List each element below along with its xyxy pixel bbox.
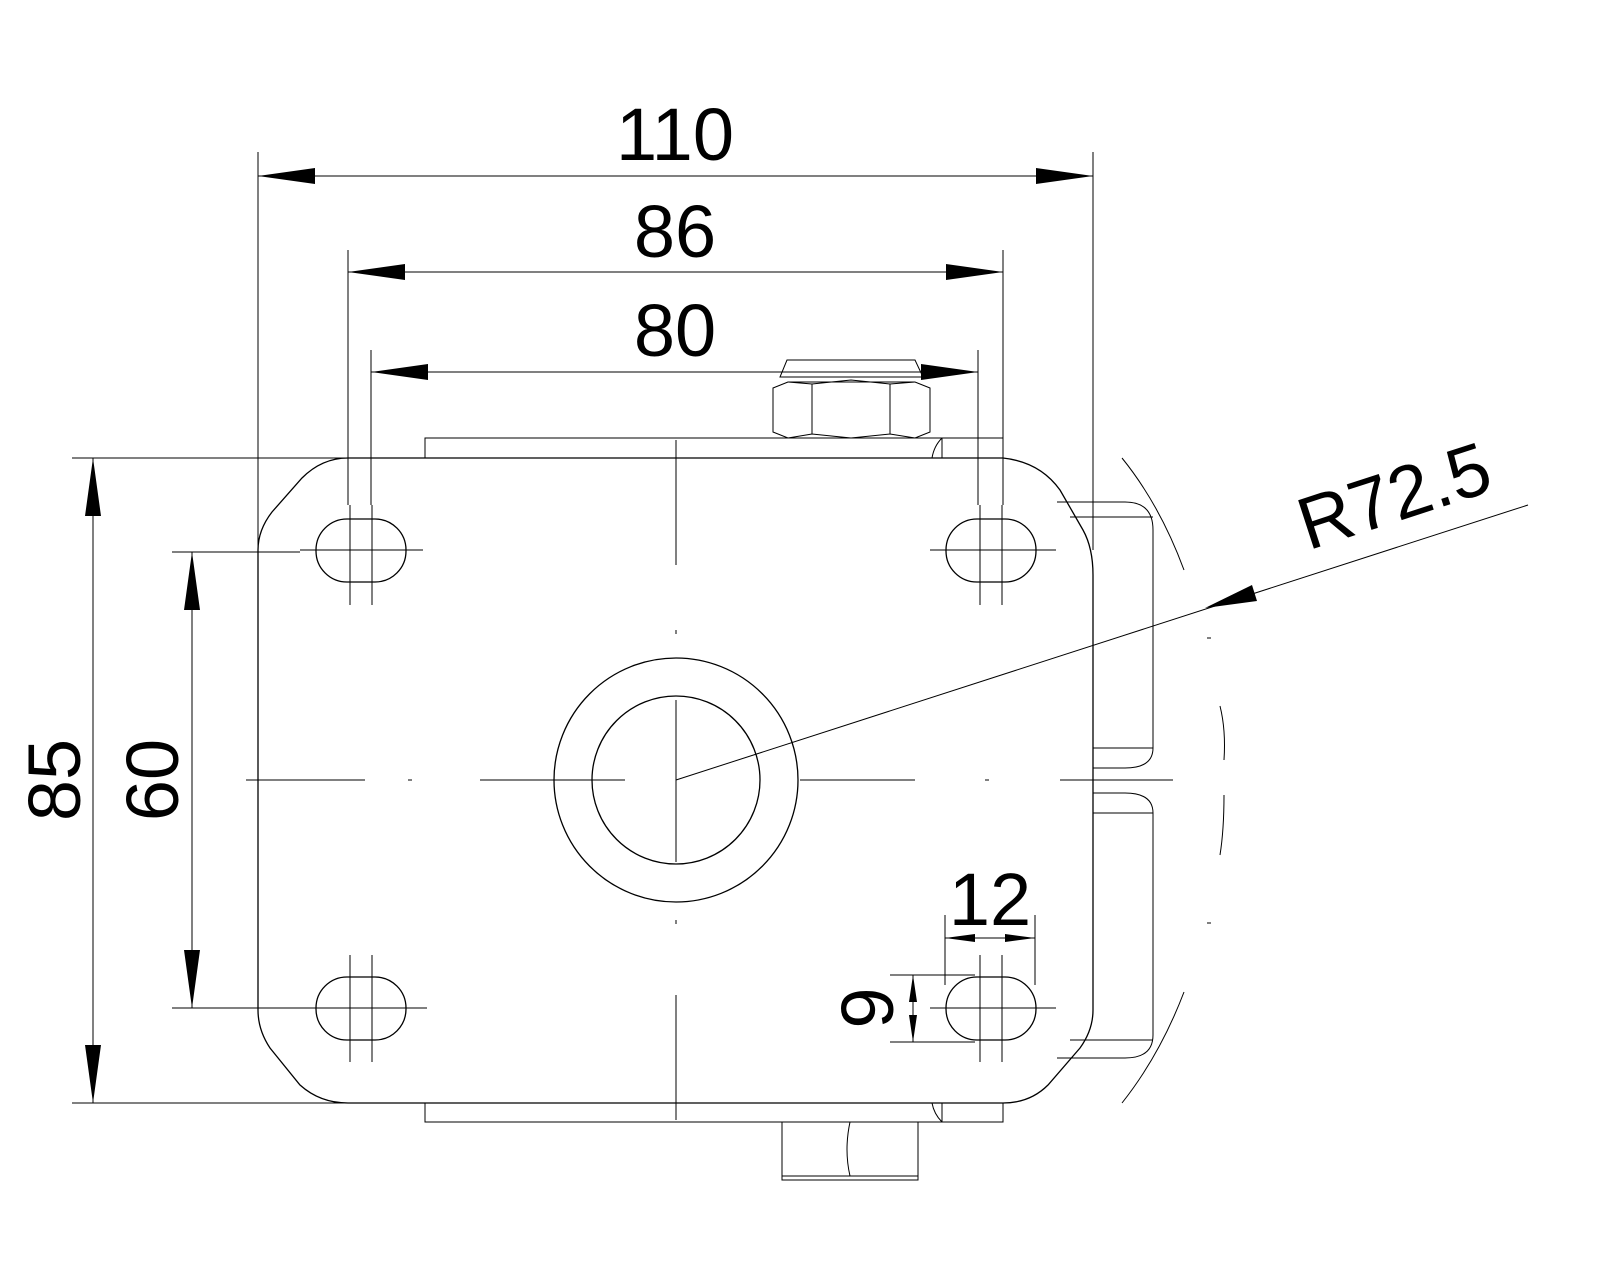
- dim-80-label: 80: [634, 289, 716, 372]
- right-block-lower: [1057, 792, 1154, 1059]
- radius-arc: [1121, 457, 1225, 1104]
- dim-9: 9: [826, 975, 917, 1042]
- dim-86: 86: [348, 190, 1003, 280]
- dim-9-label: 9: [826, 987, 909, 1028]
- dim-60: 60: [111, 552, 200, 1008]
- dim-110-label: 110: [616, 93, 734, 176]
- dim-80: 80: [371, 289, 978, 380]
- dim-12: 12: [945, 858, 1035, 942]
- dim-85: 85: [13, 458, 101, 1103]
- top-flange: [424, 437, 1004, 459]
- bottom-nut: [781, 1121, 919, 1181]
- dim-12-label: 12: [949, 858, 1031, 941]
- top-nut: [772, 359, 931, 439]
- extension-lines: [72, 152, 1094, 1104]
- dim-110: 110: [258, 93, 1093, 184]
- center-lines: [246, 440, 1173, 1120]
- dim-r72-5: R72.5: [675, 426, 1529, 781]
- dim-86-label: 86: [634, 190, 716, 273]
- dim-85-label: 85: [13, 739, 96, 821]
- dim-radius-label: R72.5: [1287, 426, 1500, 566]
- dim-60-label: 60: [111, 739, 194, 821]
- right-block-upper: [1057, 501, 1154, 769]
- bottom-flange: [424, 1102, 1004, 1123]
